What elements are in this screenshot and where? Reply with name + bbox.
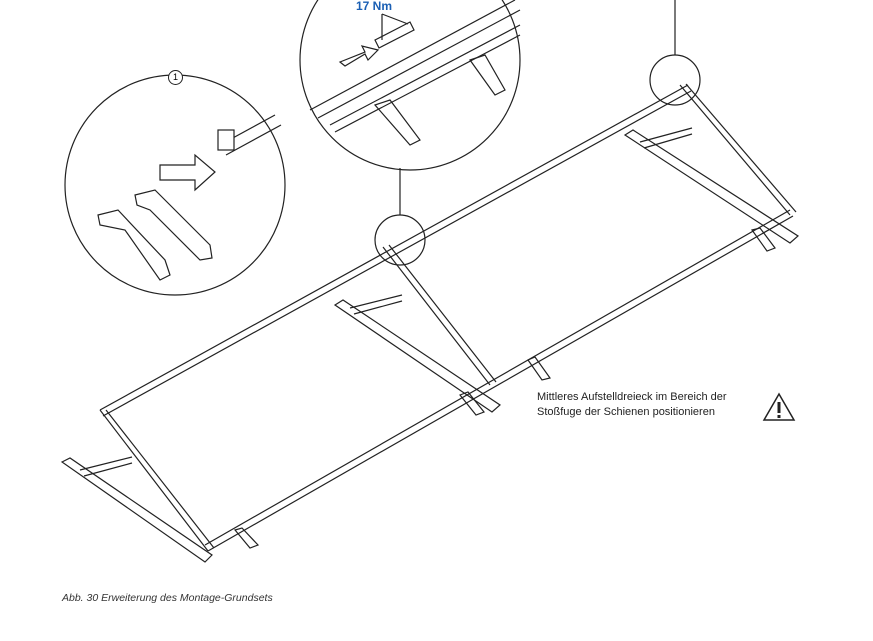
triangle-left — [60, 456, 260, 563]
triangle-right — [623, 127, 799, 252]
detail-circle-1 — [64, 74, 286, 296]
detail-marker-middle — [374, 214, 426, 266]
assembly-note: Mittleres Aufstelldreieck im Bereich der… — [537, 390, 727, 420]
detail-2-content — [309, 0, 521, 146]
detail-marker-right — [649, 54, 701, 106]
note-line-2: Stoßfuge der Schienen positionieren — [537, 406, 715, 418]
note-line-1: Mittleres Aufstelldreieck im Bereich der — [537, 391, 727, 403]
triangle-middle — [333, 294, 552, 416]
detail-circle-2 — [299, 0, 521, 171]
figure-caption: Abb. 30 Erweiterung des Montage-Grundset… — [62, 592, 273, 604]
detail-1-content — [97, 114, 282, 281]
warning-triangle-icon — [762, 392, 796, 421]
torque-label: 17 Nm — [354, 0, 395, 13]
detail-number: 1 — [168, 70, 183, 85]
frame — [99, 83, 797, 552]
